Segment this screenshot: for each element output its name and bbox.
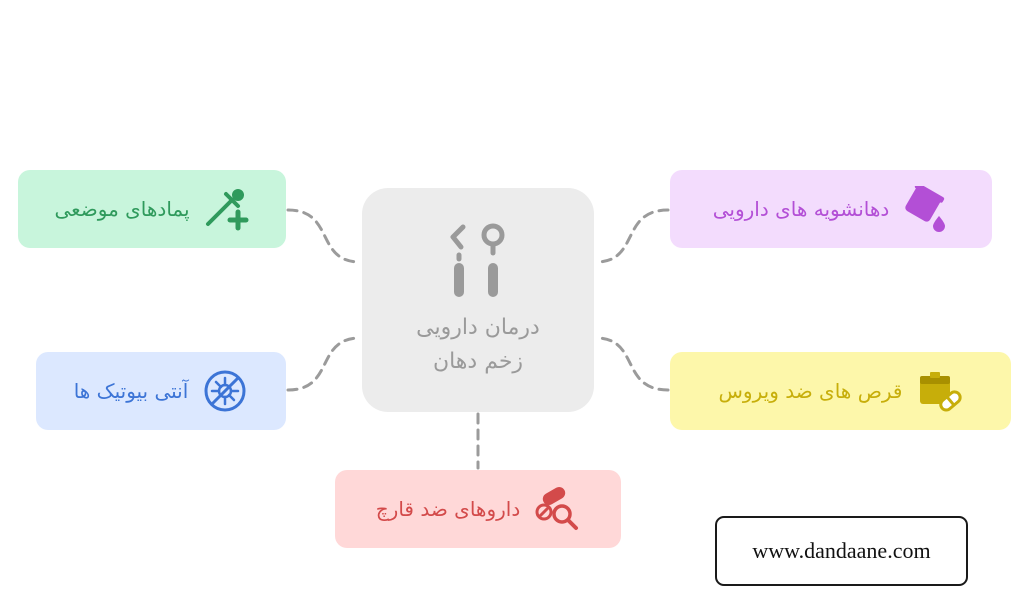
medicine-box-icon — [916, 368, 963, 414]
center-title-line1: درمان دارویی — [416, 315, 540, 340]
node-label: داروهای ضد قارچ — [375, 497, 521, 521]
node-label: قرص های ضد ویروس — [718, 379, 903, 403]
node-antifungal-drugs: داروهای ضد قارچ — [335, 470, 621, 548]
node-antibiotics: آنتی بیوتیک ها — [36, 352, 286, 430]
node-label: دهانشویه های دارویی — [712, 197, 890, 221]
node-label: آنتی بیوتیک ها — [73, 379, 189, 403]
node-antiviral-tablets: قرص های ضد ویروس — [670, 352, 1011, 430]
website-watermark: www.dandaane.com — [715, 516, 968, 586]
node-topical-ointments: پمادهای موضعی — [18, 170, 286, 248]
connector-ointment — [286, 208, 362, 264]
virus-icon — [202, 368, 248, 414]
center-node: درمان دارویی زخم دهان — [362, 188, 594, 412]
node-label: پمادهای موضعی — [54, 197, 190, 221]
node-medicated-mouthwash: دهانشویه های دارویی — [670, 170, 992, 248]
center-title-line2: زخم دهان — [432, 349, 524, 374]
pills-search-icon — [534, 486, 580, 532]
connector-mouthwash — [594, 208, 670, 264]
bottle-drop-icon — [903, 186, 949, 232]
syringe-plus-icon — [204, 186, 250, 232]
connector-antibiotic — [286, 336, 362, 392]
dental-tools-icon — [443, 221, 513, 305]
connector-antiviral — [594, 336, 670, 392]
